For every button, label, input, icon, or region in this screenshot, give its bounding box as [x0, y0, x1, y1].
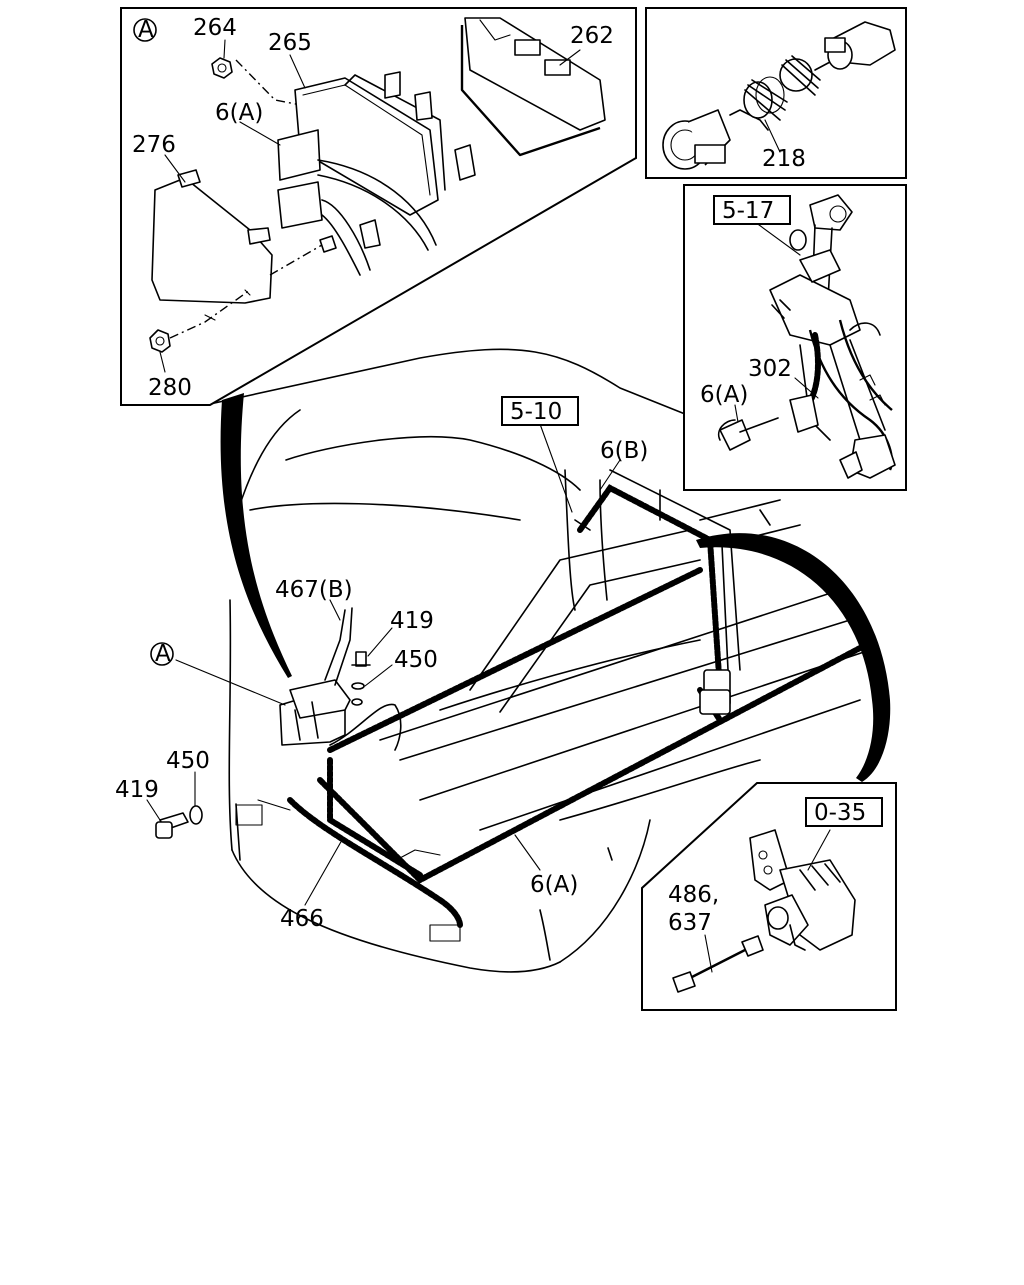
callout-a-detail: A	[133, 17, 157, 43]
label-302: 302	[748, 356, 792, 382]
label-6a-top: 6(A)	[215, 100, 263, 126]
sweep-arc-left	[220, 393, 292, 678]
detail-a-panel	[120, 7, 637, 406]
ref-0-35: 0-35	[814, 800, 866, 826]
detail-218-panel	[645, 7, 907, 179]
label-486: 486,	[668, 882, 719, 908]
actuator-module	[155, 607, 371, 839]
label-637: 637	[668, 910, 712, 936]
label-450-left: 450	[166, 748, 210, 774]
label-467b: 467(B)	[275, 577, 353, 603]
leader-lines	[146, 39, 831, 973]
ref-5-10: 5-10	[510, 399, 562, 425]
detail-302-panel	[683, 184, 907, 491]
ref-5-17: 5-17	[722, 198, 774, 224]
label-6b: 6(B)	[600, 438, 648, 464]
label-419-top: 419	[390, 608, 434, 634]
wiring-harness	[257, 484, 863, 928]
vehicle-body	[209, 348, 871, 973]
ref-box-0-35	[805, 797, 883, 827]
ref-box-5-10	[501, 396, 579, 426]
callout-a-detail-letter: A	[138, 17, 154, 43]
label-280: 280	[148, 375, 192, 401]
label-6a-right: 6(A)	[700, 382, 748, 408]
label-276: 276	[132, 132, 176, 158]
label-264: 264	[193, 15, 237, 41]
label-265: 265	[268, 30, 312, 56]
callout-a-main: A	[150, 641, 174, 667]
sweep-arc-right	[696, 533, 891, 782]
label-466: 466	[280, 906, 324, 932]
label-6a-bottom: 6(A)	[530, 872, 578, 898]
ref-box-5-17	[713, 195, 791, 225]
detail-035-panel	[641, 782, 897, 1011]
label-450-top: 450	[394, 647, 438, 673]
label-218: 218	[762, 146, 806, 172]
label-262: 262	[570, 23, 614, 49]
callout-a-main-letter: A	[155, 641, 171, 667]
label-419-left: 419	[115, 777, 159, 803]
